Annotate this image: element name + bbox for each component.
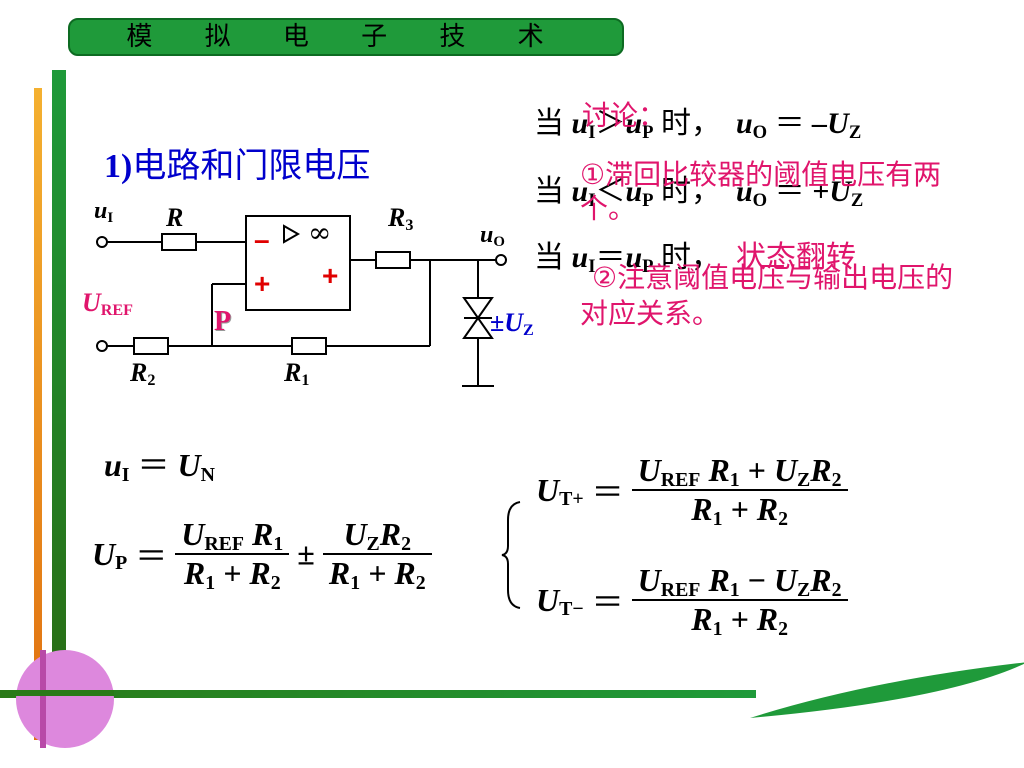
label-p-node: P — [214, 306, 232, 337]
label-plus-output: + — [322, 260, 339, 291]
decor-circle — [16, 650, 114, 748]
left-stripe-orange — [34, 88, 42, 740]
label-minus-input: – — [254, 224, 270, 255]
discussion-point-2: ②注意阈值电压与输出电压的对应关系。 — [580, 261, 954, 330]
discussion-point-1: ①滞回比较器的阈值电压有两个。 — [580, 158, 942, 225]
decor-circle-bar-h — [16, 690, 114, 696]
brace — [501, 501, 521, 609]
condition-1: 当 uI＞uP 时， uO ＝ –UZ — [534, 106, 862, 143]
state-flip: 状态翻转 — [735, 240, 856, 275]
page-title-bar: 模 拟 电 子 技 术 — [68, 18, 624, 56]
decor-circle-bar-v — [40, 650, 46, 748]
label-uo: uO — [480, 222, 505, 250]
label-ui: uI — [94, 198, 114, 226]
section-heading: 1)电路和门限电压 — [104, 138, 370, 187]
comparator-circuit — [96, 215, 507, 387]
label-r3: R3 — [388, 203, 414, 235]
section-number: 1) — [104, 148, 133, 185]
condition-2: 当 uI＜uP 时， uO ＝ +UZ — [534, 174, 864, 211]
bottom-leaf — [750, 662, 1024, 718]
label-uref: UREF — [82, 288, 134, 320]
resistor-r3 — [375, 251, 411, 269]
page-title: 模 拟 电 子 技 术 — [126, 22, 566, 52]
label-r: R — [166, 203, 184, 232]
condition-3: 当 uI＝uP 时， 状态翻转 — [534, 240, 856, 277]
label-plus-input: + — [254, 268, 271, 299]
formula-ui-un: uI ＝ UN — [104, 446, 215, 486]
label-r1: R1 — [284, 358, 310, 390]
label-infinity: ∞ — [308, 216, 332, 249]
op-amp — [245, 215, 351, 311]
label-zener: ±UZ — [490, 308, 534, 340]
left-stripe-green — [52, 70, 66, 740]
resistor-r — [161, 233, 197, 251]
label-r2: R2 — [130, 358, 156, 390]
discussion-title: 讨论： — [582, 99, 667, 132]
bottom-stripe-green — [0, 690, 756, 698]
section-title: 电路和门限电压 — [132, 146, 371, 186]
resistor-r1 — [291, 337, 327, 355]
resistor-r2 — [133, 337, 169, 355]
